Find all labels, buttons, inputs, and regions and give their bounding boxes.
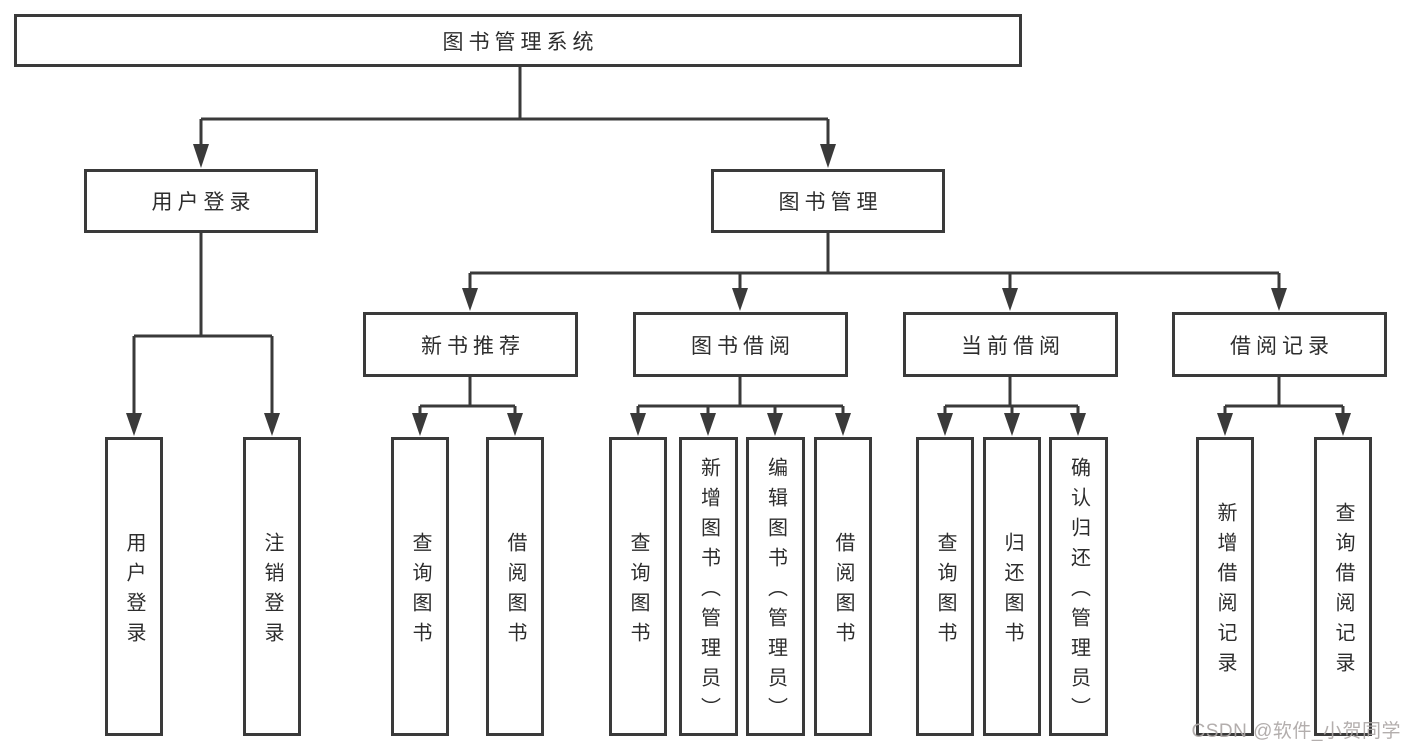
leaf-query-books-recommend: 查询图书 [391, 437, 449, 736]
leaf-borrow-books: 借阅图书 [814, 437, 872, 736]
leaf-logout: 注销登录 [243, 437, 301, 736]
leaf-add-book-admin: 新增图书（管理员） [679, 437, 738, 736]
leaf-add-borrow-record: 新增借阅记录 [1196, 437, 1254, 736]
leaf-return-book: 归还图书 [983, 437, 1041, 736]
node-current-borrow: 当前借阅 [903, 312, 1118, 377]
leaf-user-login: 用户登录 [105, 437, 163, 736]
leaf-query-books-borrow: 查询图书 [609, 437, 667, 736]
node-new-book-recommend: 新书推荐 [363, 312, 578, 377]
leaf-query-borrow-record: 查询借阅记录 [1314, 437, 1372, 736]
leaf-query-books-current: 查询图书 [916, 437, 974, 736]
node-borrow-records: 借阅记录 [1172, 312, 1387, 377]
leaf-borrow-books-recommend: 借阅图书 [486, 437, 544, 736]
leaf-edit-book-admin: 编辑图书（管理员） [746, 437, 805, 736]
node-book-management: 图书管理 [711, 169, 945, 233]
node-user-login: 用户登录 [84, 169, 318, 233]
leaf-confirm-return-admin: 确认归还（管理员） [1049, 437, 1108, 736]
node-root: 图书管理系统 [14, 14, 1022, 67]
csdn-watermark: CSDN @软件_小贺同学 [1191, 721, 1401, 742]
node-book-borrow: 图书借阅 [633, 312, 848, 377]
